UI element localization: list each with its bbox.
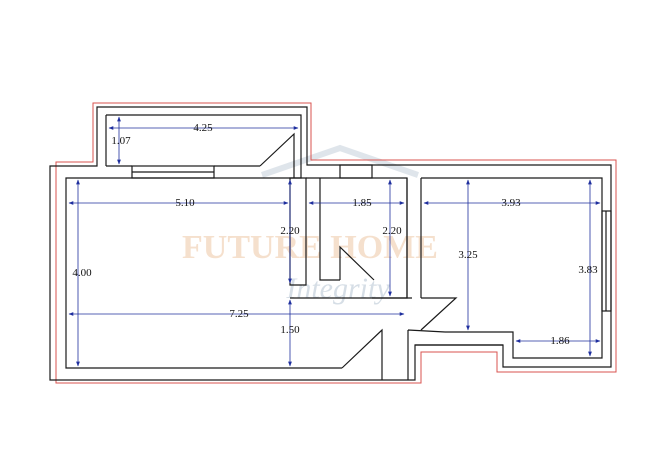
label-bath-width: 1.85 [352,197,372,209]
bedroom-walls [421,177,603,359]
bath-window [339,164,373,179]
label-bedroom-inner-height: 3.25 [458,249,478,261]
walls [49,106,612,381]
label-bedroom-height: 3.83 [578,264,598,276]
bath-door-swing [339,245,375,281]
label-living-height: 4.00 [72,267,92,279]
label-living-width: 5.10 [175,197,195,209]
watermark-title: FUTURE HOME [182,229,438,266]
outer-outline [55,102,617,384]
label-bedroom-lower-width: 1.86 [550,335,570,347]
label-living-wall-lower: 1.50 [280,324,300,336]
label-living-total-width: 7.25 [229,308,249,320]
label-bedroom-width: 3.93 [501,197,521,209]
watermark-subtitle: Integrity [285,272,390,305]
watermark: FUTURE HOME Integrity [182,144,438,305]
label-bath-height: 2.20 [382,225,402,237]
label-living-wall-upper: 2.20 [280,225,300,237]
watermark-roof-icon [261,144,419,178]
label-balcony-width: 4.25 [193,122,213,134]
dimension-labels: 4.25 1.07 5.10 4.00 7.25 2.20 1.50 1.85 … [72,122,598,347]
bedroom-door-swing [420,297,458,331]
balcony-door-swing [259,132,295,178]
entrance-walls [341,328,446,380]
dimension-lines [68,116,601,367]
label-balcony-depth: 1.07 [111,135,131,147]
